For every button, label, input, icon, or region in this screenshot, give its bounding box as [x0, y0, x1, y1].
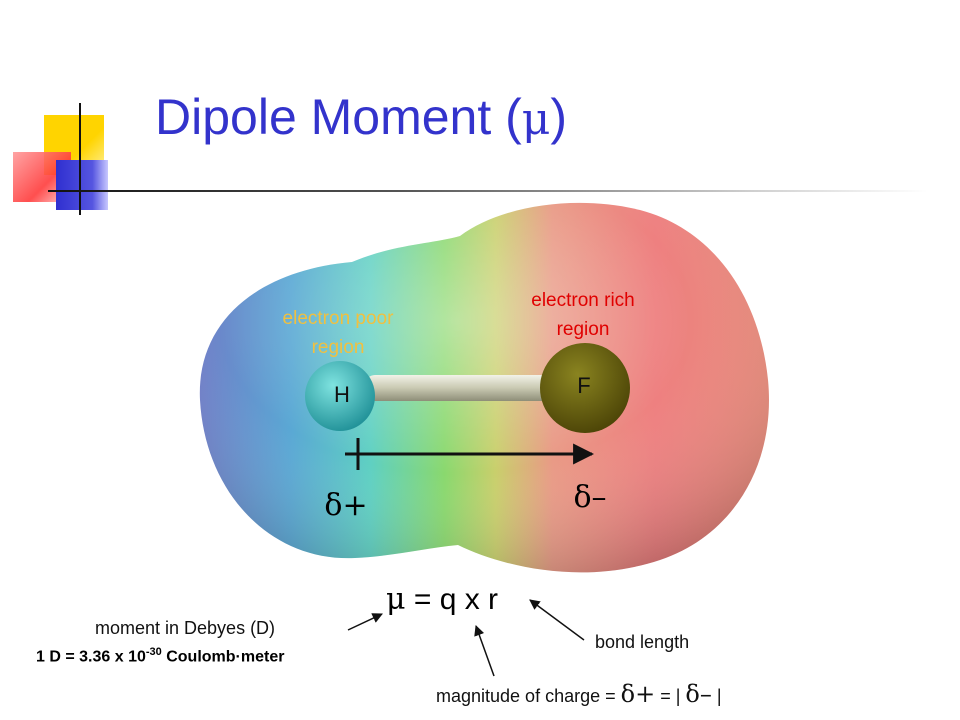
- conversion-rhs: Coulomb·meter: [161, 648, 285, 666]
- slide-title: Dipole Moment (μ): [155, 88, 567, 146]
- h-f-bond: [365, 375, 555, 401]
- pointer-arrow-moment: [347, 613, 383, 631]
- magnitude-of-charge-note: magnitude of charge = δ+ = | δ– |: [436, 680, 722, 708]
- electron-rich-line1: electron rich: [531, 290, 635, 311]
- delta-minus-label: δ–: [573, 480, 607, 515]
- dipole-formula: μ = q x r: [386, 582, 498, 617]
- pointer-arrow-bond-length: [529, 599, 585, 641]
- title-mu-symbol: μ: [521, 94, 551, 145]
- moment-units-note: moment in Debyes (D): [95, 618, 276, 638]
- fluorine-atom-sphere: [540, 343, 630, 433]
- hydrogen-atom-sphere: [305, 361, 375, 431]
- magnitude-text: magnitude of charge =: [436, 686, 621, 706]
- formula-mu-symbol: μ: [386, 582, 406, 617]
- blue-decor-square: [56, 160, 108, 210]
- electron-poor-line1: electron poor: [282, 308, 394, 329]
- debye-conversion: 1 D = 3.36 x 10-30 Coulomb·meter: [36, 646, 284, 666]
- delta-plus-label: δ+: [324, 488, 368, 523]
- magnitude-equals: = |: [655, 686, 686, 706]
- magnitude-end: |: [711, 686, 722, 706]
- formula-rest: = q x r: [405, 583, 499, 616]
- magnitude-delta-minus: δ–: [685, 680, 712, 708]
- magnitude-delta-plus: δ+: [620, 680, 656, 708]
- fluorine-label: F: [577, 373, 591, 398]
- vertical-rule: [79, 103, 81, 215]
- electron-rich-label: electron rich region: [500, 286, 666, 344]
- conversion-exponent: -30: [145, 646, 162, 658]
- title-text: Dipole Moment (: [155, 89, 522, 145]
- bond-length-note: bond length: [595, 632, 690, 652]
- pointer-arrow-magnitude: [474, 625, 495, 677]
- electron-poor-line2: region: [311, 337, 365, 358]
- electron-poor-label: electron poor region: [250, 304, 426, 362]
- hydrogen-label: H: [334, 382, 350, 407]
- conversion-lhs: 1 D = 3.36 x 10: [36, 648, 146, 666]
- title-close: ): [550, 89, 568, 145]
- title-underline-rule: [48, 190, 928, 192]
- electron-rich-line2: region: [556, 319, 610, 340]
